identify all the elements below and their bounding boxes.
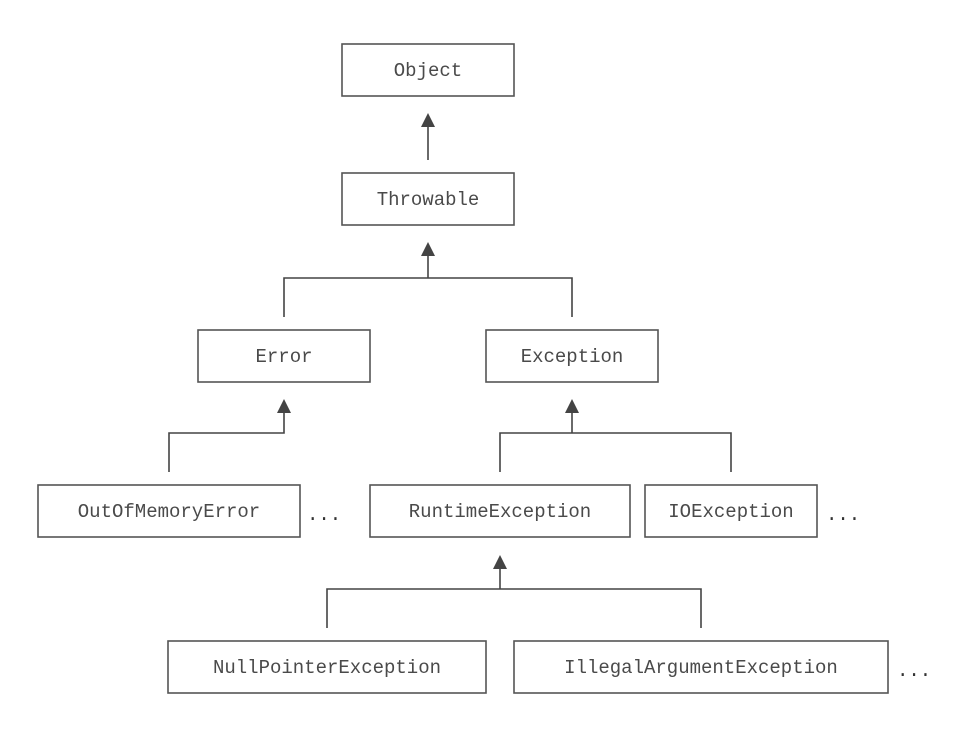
arrowhead-error	[277, 399, 291, 413]
class-box	[167, 640, 487, 694]
more-errors-ellipsis: ...	[307, 504, 341, 526]
class-node-runtime-exception: RuntimeException	[369, 484, 631, 538]
more-runtime-exceptions-ellipsis: ...	[897, 660, 931, 682]
class-node-object: Object	[341, 43, 515, 97]
class-node-exception: Exception	[485, 329, 659, 383]
class-box	[37, 484, 301, 538]
class-box	[341, 43, 515, 97]
class-label: Object	[394, 60, 462, 82]
edge-npe-iae-runtime	[326, 588, 702, 628]
arrowhead-runtime	[493, 555, 507, 569]
class-node-null-pointer-exception: NullPointerException	[167, 640, 487, 694]
class-node-illegal-argument-exception: IllegalArgumentException	[513, 640, 889, 694]
arrowhead-throwable	[421, 242, 435, 256]
class-node-out-of-memory-error: OutOfMemoryError	[37, 484, 301, 538]
class-node-error: Error	[197, 329, 371, 383]
class-node-throwable: Throwable	[341, 172, 515, 226]
edge-error-throwable	[283, 277, 573, 317]
class-box	[644, 484, 818, 538]
class-box	[341, 172, 515, 226]
class-label: Exception	[521, 346, 624, 368]
class-label: IOException	[668, 501, 793, 523]
class-box	[513, 640, 889, 694]
class-box	[369, 484, 631, 538]
edge-oom-error	[168, 413, 285, 472]
class-label: RuntimeException	[409, 501, 591, 523]
class-node-io-exception: IOException	[644, 484, 818, 538]
arrowhead-exception	[565, 399, 579, 413]
edge-runtime-io-exception	[499, 432, 732, 472]
class-label: Throwable	[377, 189, 480, 211]
class-box	[197, 329, 371, 383]
class-label: Error	[255, 346, 312, 368]
class-label: OutOfMemoryError	[78, 501, 260, 523]
more-exceptions-ellipsis: ...	[826, 504, 860, 526]
class-box	[485, 329, 659, 383]
class-label: NullPointerException	[213, 657, 441, 679]
class-label: IllegalArgumentException	[564, 657, 838, 679]
arrowhead-object	[421, 113, 435, 127]
inheritance-edges	[168, 113, 732, 628]
